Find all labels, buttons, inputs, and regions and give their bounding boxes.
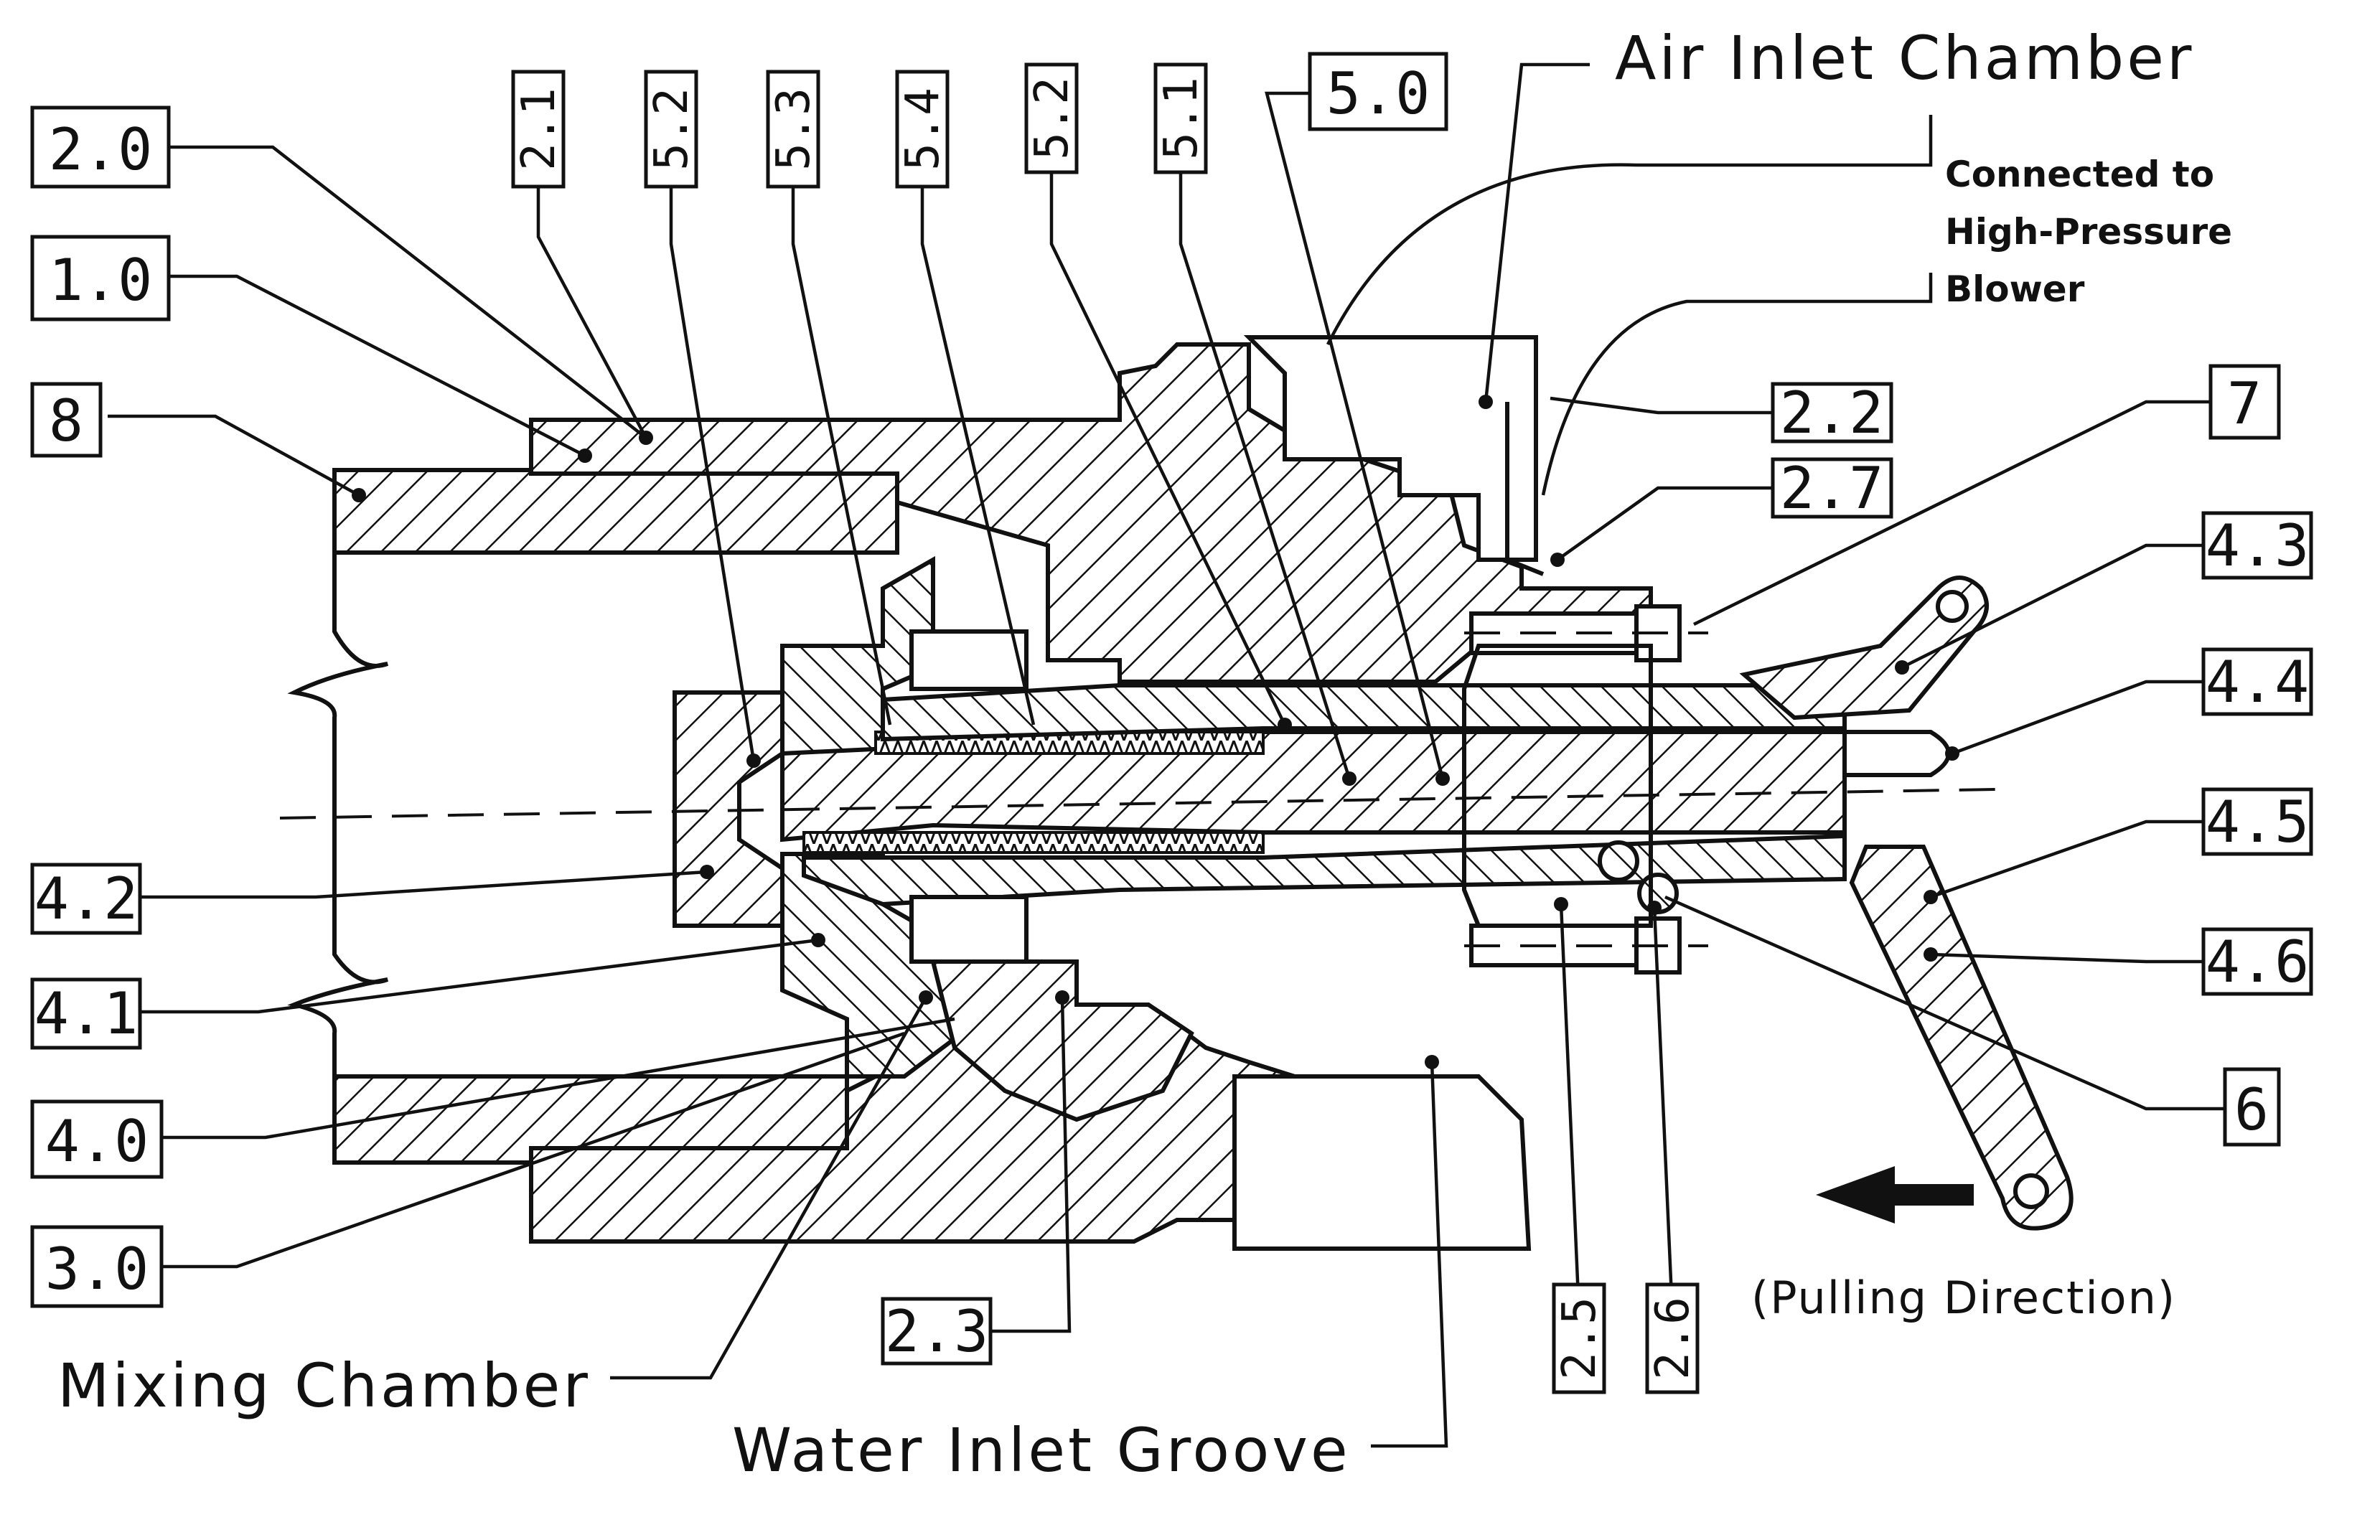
- svg-text:2.3: 2.3: [885, 1298, 989, 1365]
- label-4-5: 4.5: [2203, 789, 2311, 855]
- label-2-2: 2.2: [1773, 380, 1891, 446]
- svg-text:4.1: 4.1: [34, 980, 139, 1047]
- label-5-1: 5.1: [1155, 65, 1208, 172]
- inner-hollow-upper: [912, 632, 1026, 689]
- label-5-2-right: 5.2: [1026, 65, 1079, 172]
- connected-line-1: Connected to: [1945, 154, 2214, 195]
- svg-text:6: 6: [2234, 1076, 2269, 1143]
- connected-line-2: High-Pressure: [1945, 211, 2232, 253]
- svg-text:2.0: 2.0: [49, 116, 153, 183]
- svg-text:4.5: 4.5: [2206, 789, 2310, 855]
- label-4-0: 4.0: [32, 1102, 161, 1177]
- svg-text:2.7: 2.7: [1780, 455, 1884, 522]
- label-8: 8: [32, 384, 100, 456]
- svg-text:5.2: 5.2: [1026, 77, 1079, 160]
- label-3-0: 3.0: [32, 1227, 161, 1306]
- label-4-3: 4.3: [2203, 512, 2311, 579]
- svg-text:5.0: 5.0: [1326, 60, 1430, 127]
- svg-text:4.3: 4.3: [2206, 512, 2310, 579]
- label-2-0: 2.0: [32, 108, 169, 187]
- link-pivot-top: [1938, 592, 1967, 621]
- air-inlet-chamber-label: Air Inlet Chamber: [1615, 23, 2194, 93]
- label-6: 6: [2225, 1069, 2279, 1145]
- part-4-4-pin: [1845, 732, 1949, 775]
- svg-text:2.5: 2.5: [1553, 1297, 1606, 1380]
- label-5-4: 5.4: [896, 72, 950, 187]
- svg-text:2.6: 2.6: [1646, 1297, 1700, 1380]
- label-4-4: 4.4: [2203, 649, 2311, 715]
- svg-text:4.2: 4.2: [34, 865, 139, 932]
- label-2-5: 2.5: [1553, 1285, 1606, 1392]
- label-1-0: 1.0: [32, 237, 169, 319]
- pulling-direction-arrow: [1816, 1166, 1974, 1224]
- label-2-6: 2.6: [1646, 1285, 1700, 1392]
- svg-text:5.1: 5.1: [1155, 77, 1208, 160]
- label-4-1: 4.1: [32, 980, 140, 1048]
- label-5-0: 5.0: [1310, 54, 1446, 129]
- inner-hollow-lower: [912, 897, 1026, 962]
- svg-text:8: 8: [49, 388, 83, 454]
- label-4-6: 4.6: [2203, 929, 2311, 995]
- connected-line-3: Blower: [1945, 268, 2085, 310]
- svg-text:7: 7: [2227, 370, 2262, 437]
- water-inlet-groove-label: Water Inlet Groove: [732, 1415, 1351, 1485]
- svg-text:4.0: 4.0: [45, 1108, 149, 1175]
- label-4-2: 4.2: [32, 865, 140, 933]
- pulling-direction-label: (Pulling Direction): [1751, 1272, 2176, 1324]
- mixing-chamber-label: Mixing Chamber: [57, 1351, 591, 1421]
- label-2-3: 2.3: [883, 1298, 990, 1365]
- svg-text:4.6: 4.6: [2206, 929, 2310, 995]
- label-5-2-left: 5.2: [645, 72, 698, 187]
- svg-text:4.4: 4.4: [2206, 649, 2310, 715]
- svg-text:5.2: 5.2: [645, 88, 698, 171]
- svg-text:2.2: 2.2: [1780, 380, 1884, 446]
- label-7: 7: [2211, 366, 2279, 438]
- label-2-1: 2.1: [512, 72, 566, 187]
- label-2-7: 2.7: [1773, 455, 1891, 522]
- right-flange: [1464, 646, 1651, 926]
- svg-text:1.0: 1.0: [49, 247, 153, 314]
- part-4-2-nozzle-tip: [675, 692, 782, 926]
- part-5-4-thread-lower: [804, 832, 1263, 853]
- svg-text:3.0: 3.0: [45, 1236, 149, 1302]
- svg-text:5.3: 5.3: [767, 88, 820, 171]
- water-chamber-body: [1234, 1076, 1529, 1249]
- svg-text:2.1: 2.1: [512, 88, 566, 171]
- label-5-3: 5.3: [767, 72, 820, 187]
- svg-text:5.4: 5.4: [896, 88, 950, 171]
- lever-pivot-bottom: [2015, 1175, 2047, 1207]
